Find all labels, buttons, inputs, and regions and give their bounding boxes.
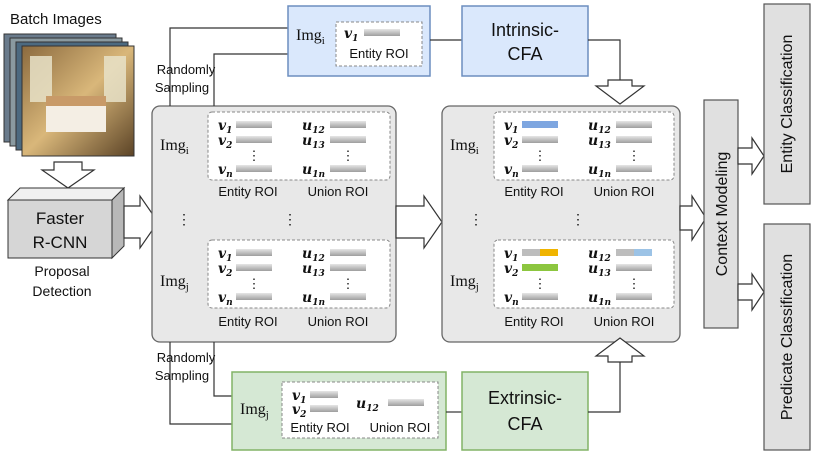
panel2-i-rows: v1 v2 ⋮ vn u12 u13 ⋮ u1n — [504, 118, 652, 180]
svg-text:vn: vn — [504, 162, 519, 180]
svg-text:u12: u12 — [588, 246, 611, 264]
extrinsic-cfa-box — [461, 371, 589, 451]
panel2-j-entity-roi: Entity ROI — [504, 314, 563, 329]
svg-text:⋮: ⋮ — [534, 276, 547, 291]
panel2-j-rows: v1 v2 ⋮ vn u12 u13 ⋮ u1n — [504, 246, 652, 308]
panel2-vdots-mid: ⋮ — [571, 211, 585, 227]
svg-text:v2: v2 — [292, 402, 306, 420]
svg-text:u1n: u1n — [588, 290, 611, 308]
svg-text:⋮: ⋮ — [628, 276, 641, 291]
panel2-i-entity-roi: Entity ROI — [504, 184, 563, 199]
panel2-j-roi-group — [493, 239, 675, 309]
svg-text:u12: u12 — [302, 118, 325, 136]
context-modeling-label: Context Modeling — [714, 152, 731, 277]
batch-image-stack — [3, 33, 135, 157]
panel2-i-union-roi: Union ROI — [594, 184, 655, 199]
sampling-top-line1: Randomly — [157, 62, 216, 77]
svg-text:u1n: u1n — [302, 162, 325, 180]
down-arrow-icon — [594, 79, 646, 105]
svg-text:vn: vn — [218, 162, 233, 180]
intrinsic-cfa-line1: Intrinsic- — [491, 20, 559, 40]
svg-text:u13: u13 — [302, 261, 325, 279]
right-arrow-icon — [123, 194, 159, 250]
svg-text:u12: u12 — [356, 396, 379, 414]
svg-text:v2: v2 — [504, 133, 518, 151]
svg-text:⋮: ⋮ — [248, 148, 261, 163]
entity-classification-label: Entity Classification — [779, 35, 796, 174]
panel1-j-entity-roi: Entity ROI — [218, 314, 277, 329]
right-arrow-icon — [395, 194, 443, 250]
detector-line2: R-CNN — [33, 233, 88, 252]
extrinsic-union-roi: Union ROI — [370, 420, 431, 435]
svg-text:u12: u12 — [302, 246, 325, 264]
intrinsic-img-label: Imgi — [296, 27, 325, 47]
svg-text:v1: v1 — [218, 246, 232, 264]
panel1-i-rows: v1 v2 ⋮ vn u12 u13 ⋮ u1n — [218, 118, 366, 180]
svg-text:v1: v1 — [504, 246, 518, 264]
right-arrow-icon — [737, 136, 765, 176]
sampling-bottom-line2: Sampling — [155, 368, 209, 383]
batch-images-title: Batch Images — [10, 11, 102, 28]
panel1-vdots-left: ⋮ — [177, 211, 191, 227]
predicate-classification-box — [763, 223, 811, 451]
panel1-img-i-label: Imgi — [160, 137, 189, 157]
svg-text:v2: v2 — [504, 261, 518, 279]
svg-text:⋮: ⋮ — [342, 148, 355, 163]
svg-text:u1n: u1n — [588, 162, 611, 180]
context-modeling-box — [703, 99, 739, 329]
svg-text:v2: v2 — [218, 261, 232, 279]
svg-text:⋮: ⋮ — [342, 276, 355, 291]
svg-text:v1: v1 — [504, 118, 518, 136]
extrinsic-cfa-line1: Extrinsic- — [488, 388, 562, 408]
svg-text:u13: u13 — [588, 133, 611, 151]
up-arrow-icon — [594, 337, 646, 363]
svg-text:vn: vn — [218, 290, 233, 308]
svg-text:u13: u13 — [588, 261, 611, 279]
panel1-j-rows: v1 v2 ⋮ vn u12 u13 ⋮ u1n — [218, 246, 366, 308]
extrinsic-cfa-line2: CFA — [507, 414, 542, 434]
intrinsic-cfa-box — [461, 5, 589, 77]
entity-classification-box — [763, 3, 811, 205]
panel2-img-j-label: Imgj — [450, 273, 479, 293]
panel1-vdots-mid: ⋮ — [283, 211, 297, 227]
svg-text:⋮: ⋮ — [534, 148, 547, 163]
svg-text:v1: v1 — [344, 26, 358, 44]
detector-caption-1: Proposal — [34, 263, 89, 279]
intrinsic-entity-roi: Entity ROI — [349, 46, 408, 61]
extrinsic-entity-roi: Entity ROI — [290, 420, 349, 435]
panel1-img-j-label: Imgj — [160, 273, 189, 293]
panel1-i-roi-group — [207, 111, 391, 181]
svg-text:u1n: u1n — [302, 290, 325, 308]
down-arrow-icon — [40, 161, 96, 189]
detector-caption-2: Detection — [32, 283, 91, 299]
panel1-j-roi-group — [207, 239, 391, 309]
detector-line1: Faster — [36, 209, 85, 228]
svg-text:v2: v2 — [218, 133, 232, 151]
panel1-j-union-roi: Union ROI — [308, 314, 369, 329]
svg-text:vn: vn — [504, 290, 519, 308]
faster-rcnn-box — [6, 186, 126, 260]
sampling-bottom-line1: Randomly — [157, 350, 216, 365]
svg-text:u13: u13 — [302, 133, 325, 151]
panel2-i-roi-group — [493, 111, 675, 181]
svg-text:⋮: ⋮ — [628, 148, 641, 163]
panel2-vdots-left: ⋮ — [469, 211, 483, 227]
intrinsic-cfa-line2: CFA — [507, 44, 542, 64]
panel1-i-entity-roi: Entity ROI — [218, 184, 277, 199]
predicate-classification-label: Predicate Classification — [779, 254, 796, 420]
svg-text:u12: u12 — [588, 118, 611, 136]
svg-text:⋮: ⋮ — [248, 276, 261, 291]
panel1-i-union-roi: Union ROI — [308, 184, 369, 199]
panel2-j-union-roi: Union ROI — [594, 314, 655, 329]
svg-text:v1: v1 — [292, 388, 306, 406]
right-arrow-icon — [679, 193, 707, 243]
svg-text:v1: v1 — [218, 118, 232, 136]
extrinsic-img-label: Imgj — [240, 401, 269, 421]
right-arrow-icon — [737, 272, 765, 312]
sampling-top-line2: Sampling — [155, 80, 209, 95]
panel2-img-i-label: Imgi — [450, 137, 479, 157]
